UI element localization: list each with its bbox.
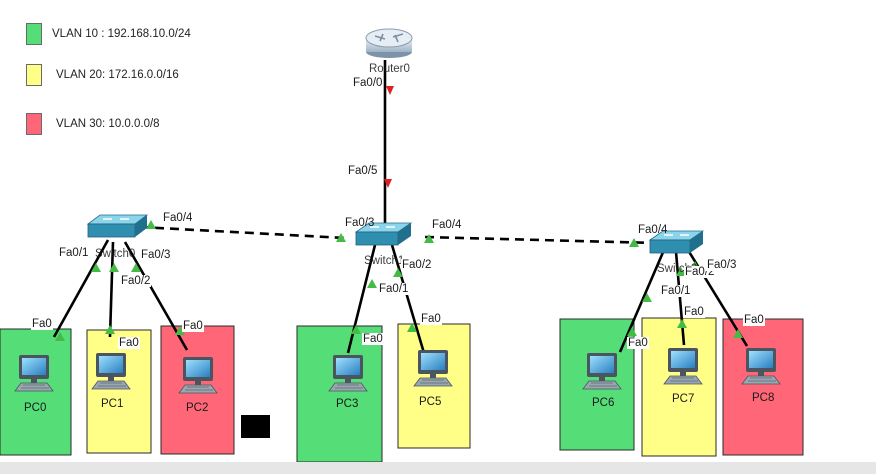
router-icon[interactable]: [365, 28, 413, 58]
port-label-switch1-fa01: Fa0/1: [378, 283, 410, 295]
pc3-name: PC3: [336, 398, 359, 410]
pc6-name: PC6: [592, 397, 615, 409]
link-switch1-pc3: [346, 244, 377, 354]
port-label-switch2-fa04: Fa0/4: [638, 224, 668, 236]
pc5-icon[interactable]: [413, 349, 453, 387]
legend-vlan20-swatch: [26, 64, 42, 86]
pc8-name: PC8: [752, 392, 775, 404]
port-label-pc6-fa0: Fa0: [627, 337, 649, 349]
port-label-pc3-fa0: Fa0: [362, 333, 384, 345]
bottom-strip: [0, 462, 876, 474]
legend-vlan10-swatch: [26, 23, 42, 45]
link-switch1-switch2: [424, 235, 656, 245]
port-label-pc0-fa0: Fa0: [31, 318, 53, 330]
pc2-name: PC2: [186, 402, 209, 414]
port-label-switch0-fa03: Fa0/3: [140, 249, 172, 261]
vlan20-box-pc7: [641, 317, 717, 457]
link-switch0-pc0: [52, 239, 110, 338]
link-switch0-switch1: [139, 225, 346, 240]
port-label-pc2-fa0: Fa0: [182, 320, 204, 332]
port-label-switch0-fa04: Fa0/4: [163, 212, 193, 224]
port-label-pc7-fa0: Fa0: [683, 306, 705, 318]
black-marker: [241, 415, 270, 438]
link-switch2-pc7: [674, 251, 686, 346]
switch1-name: Switch1: [364, 255, 405, 267]
port-label-switch1-fa03: Fa0/3: [345, 217, 375, 229]
port-label-switch1-fa02: Fa0/2: [401, 259, 433, 271]
pc2-icon[interactable]: [178, 356, 218, 394]
port-label-switch2-fa03: Fa0/3: [706, 259, 738, 271]
link-switch2-pc6: [618, 249, 666, 353]
port-label-router-fa00: Fa0/0: [352, 77, 384, 89]
legend-vlan10-label: VLAN 10 : 192.168.10.0/24: [52, 28, 191, 40]
vlan30-box-pc8: [722, 318, 804, 456]
pc7-icon[interactable]: [663, 347, 703, 385]
link-switch1-pc5: [390, 244, 426, 354]
pc8-icon[interactable]: [741, 347, 781, 385]
legend-vlan30-label: VLAN 30: 10.0.0.0/8: [56, 118, 160, 130]
link-status-down: [386, 86, 394, 95]
link-switch0-pc1: [108, 241, 115, 338]
switch0-name: Switch0: [95, 248, 136, 260]
port-label-switch1-fa04: Fa0/4: [432, 219, 462, 231]
switch0-icon[interactable]: [86, 214, 149, 238]
pc1-icon[interactable]: [91, 352, 131, 390]
legend-vlan20-label: VLAN 20: 172.16.0.0/16: [56, 69, 179, 81]
legend-vlan10: VLAN 10 : 192.168.10.0/24: [26, 23, 191, 45]
switch2-icon[interactable]: [648, 230, 705, 254]
pc0-name: PC0: [24, 402, 47, 414]
legend-vlan30-swatch: [26, 113, 42, 135]
vlan20-box-pc1: [86, 329, 152, 454]
pc1-name: PC1: [101, 398, 124, 410]
link-status-up: [146, 220, 156, 229]
router-name: Router0: [369, 63, 410, 75]
port-label-pc1-fa0: Fa0: [118, 337, 140, 349]
port-label-switch2-fa01: Fa0/1: [660, 285, 692, 297]
pc7-name: PC7: [672, 393, 695, 405]
legend-vlan20: VLAN 20: 172.16.0.0/16: [26, 64, 179, 86]
vlan10-box-pc0: [0, 328, 72, 456]
switch1-icon[interactable]: [354, 222, 413, 246]
pc5-name: PC5: [419, 396, 442, 408]
legend-vlan30: VLAN 30: 10.0.0.0/8: [26, 113, 160, 135]
link-status-up: [109, 263, 119, 272]
port-label-pc5-fa0: Fa0: [420, 313, 442, 325]
port-label-switch1-fa05: Fa0/5: [348, 165, 378, 177]
link-status-up: [367, 279, 377, 288]
pc6-icon[interactable]: [582, 352, 622, 390]
port-label-pc8-fa0: Fa0: [743, 314, 765, 326]
pc3-icon[interactable]: [328, 354, 368, 392]
pc0-icon[interactable]: [14, 354, 54, 392]
port-label-switch0-fa02: Fa0/2: [120, 275, 152, 287]
link-status-up: [424, 234, 434, 243]
port-label-switch0-fa01: Fa0/1: [58, 247, 90, 259]
vlan10-box-pc3: [296, 325, 383, 463]
